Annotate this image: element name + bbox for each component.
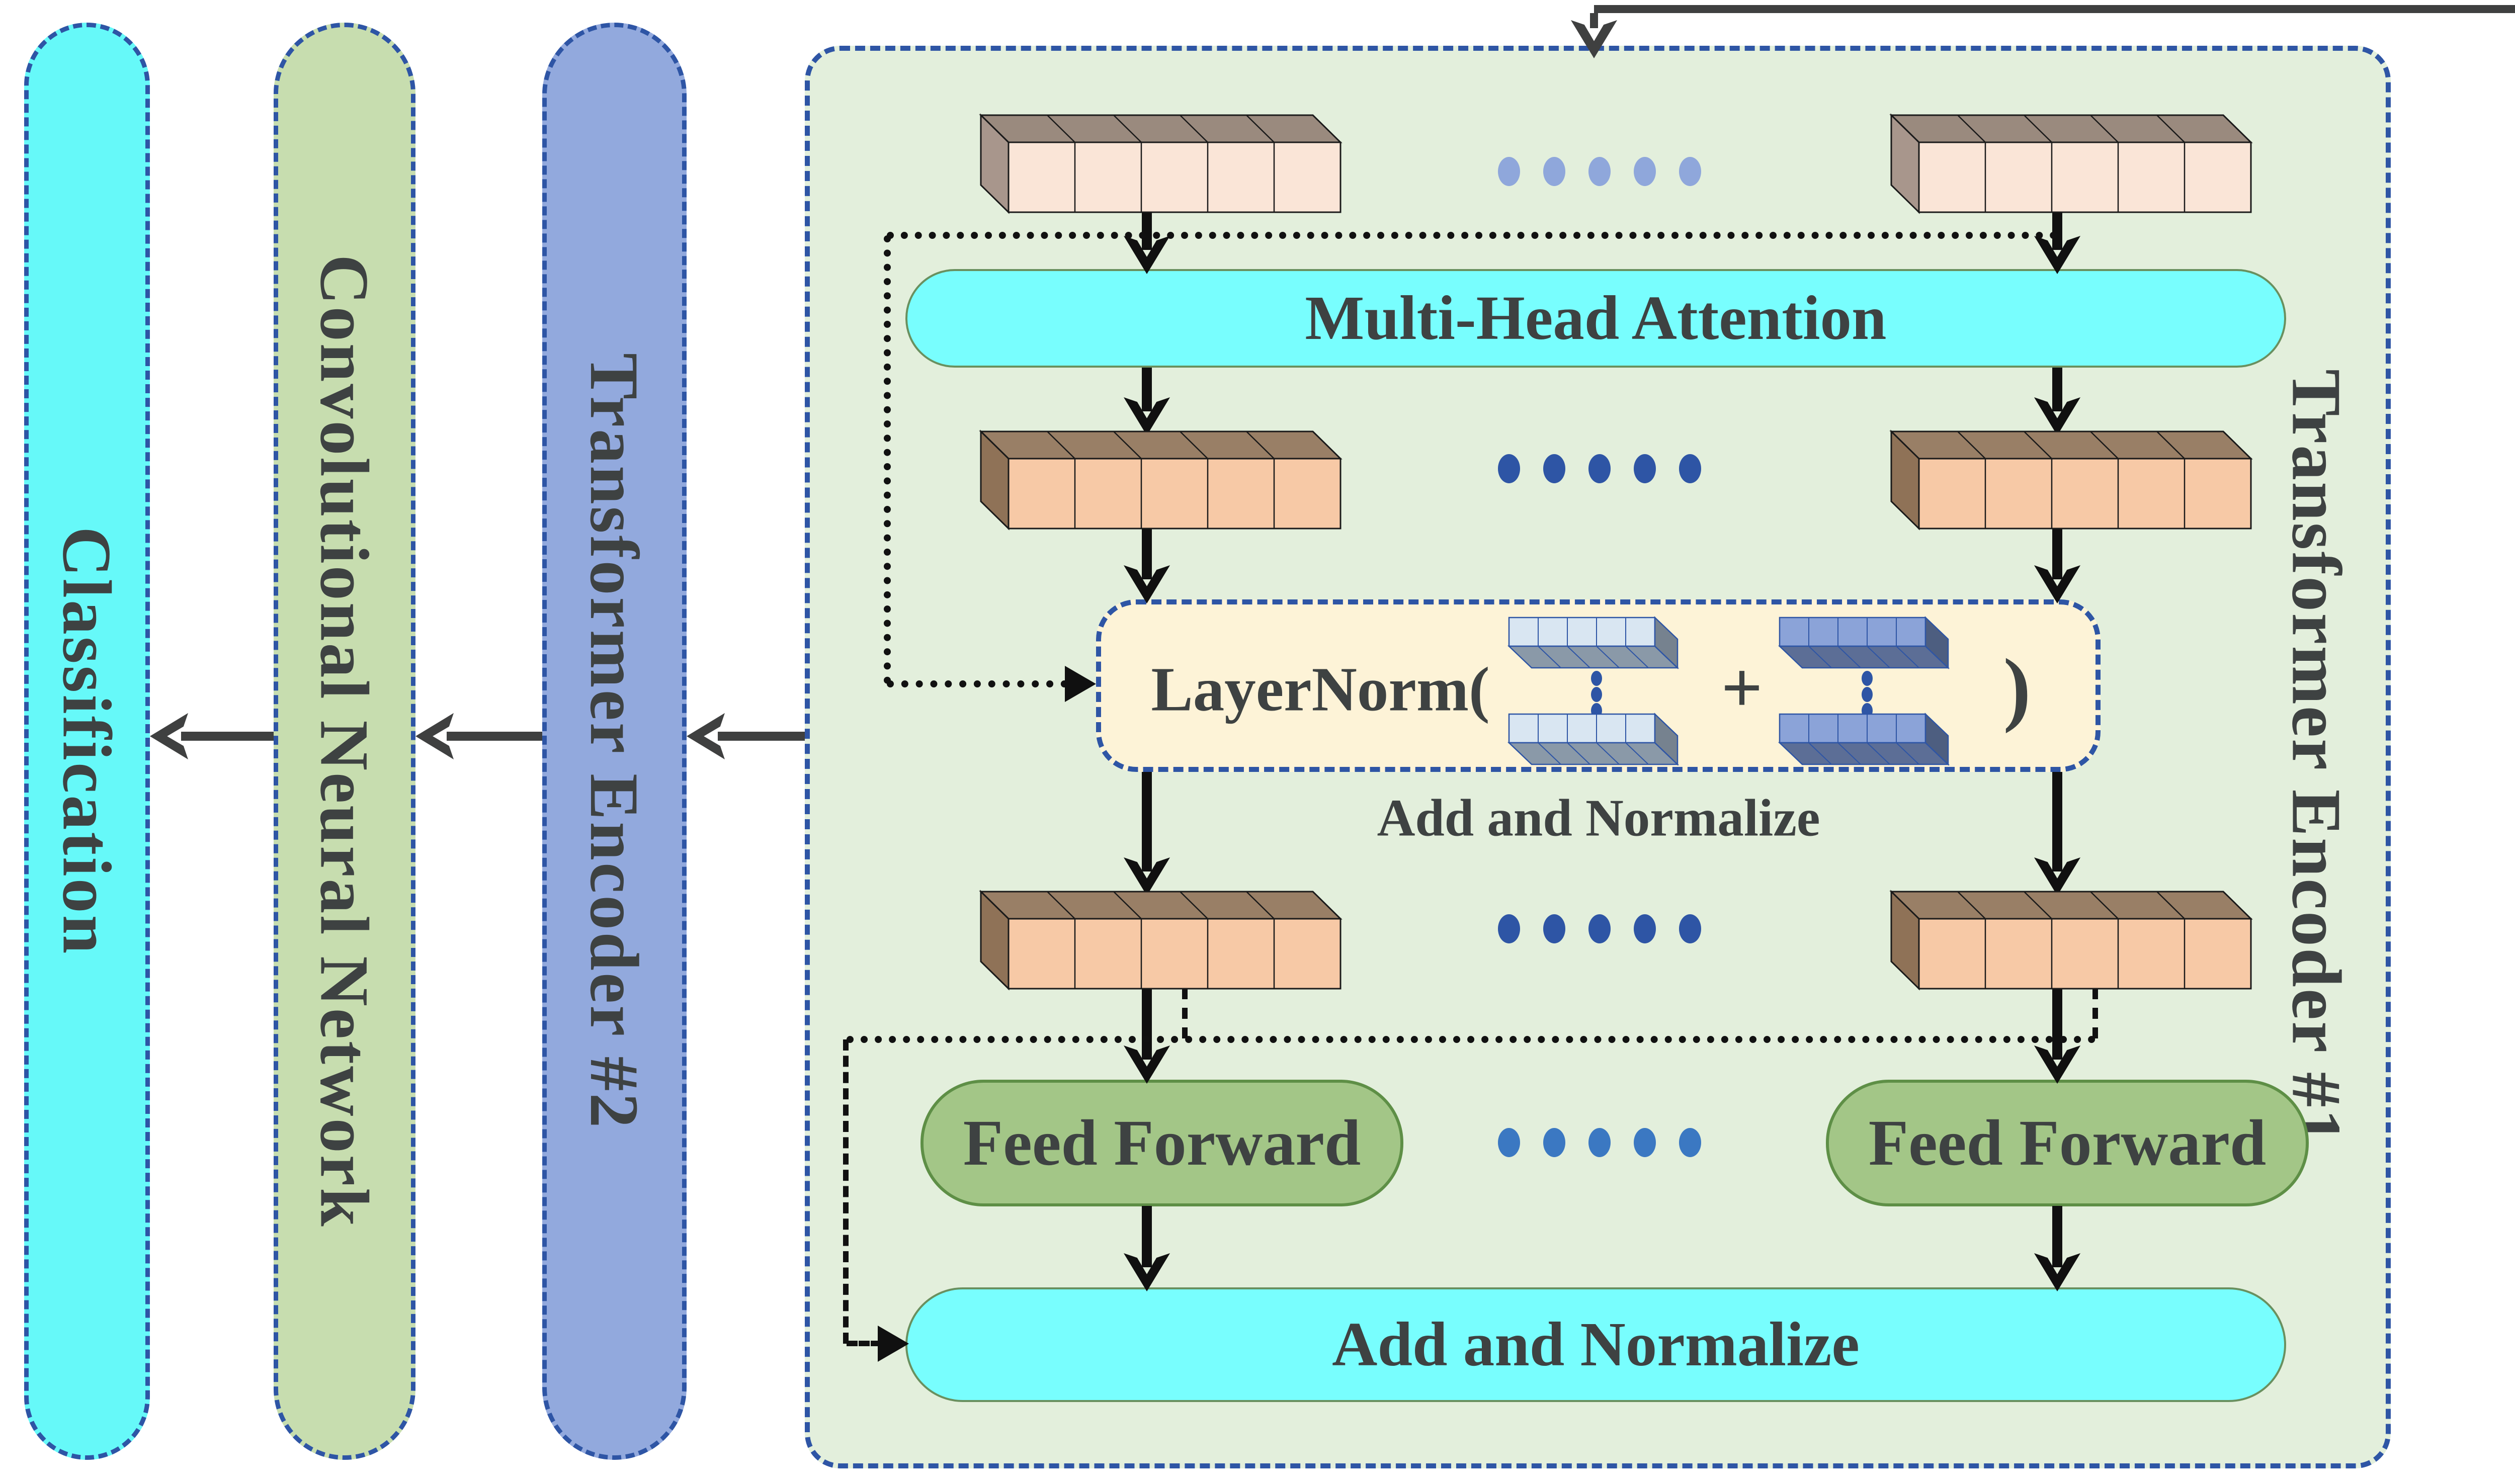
- ellipsis-dot-ff: [1679, 1128, 1701, 1157]
- ellipsis-dot-ff: [1543, 1128, 1565, 1157]
- flow-arrow-shaft: [1142, 1206, 1152, 1267]
- ellipsis-dot-top: [1588, 157, 1611, 186]
- flow-arrow-shaft: [1142, 212, 1152, 250]
- ellipsis-dot-ff: [1634, 1128, 1656, 1157]
- flow-arrow-shaft: [2052, 988, 2062, 1060]
- ellipsis-dot-ff: [1498, 1128, 1520, 1157]
- flow-arrow-shaft: [2052, 1206, 2062, 1267]
- layernorm-prefix-text: LayerNorm(: [1151, 655, 1490, 725]
- residual2-horizontal: [847, 1036, 2095, 1043]
- flow-arrow-shaft: [1142, 368, 1152, 411]
- ellipsis-dot-row2: [1543, 454, 1565, 483]
- ellipsis-dot-row3: [1543, 914, 1565, 943]
- pipeline-arrow-shaft: [447, 732, 542, 741]
- multi-head-attention-bar: Multi-Head Attention: [905, 269, 2286, 368]
- feedback-line-horizontal: [1594, 5, 2515, 13]
- ellipsis-dot-top: [1679, 157, 1701, 186]
- mini-tensor-row: [1778, 713, 1950, 766]
- cnn-left-label: Convolutional Neural Network: [306, 254, 383, 1229]
- add-and-normalize-bar: Add and Normalize: [905, 1287, 2286, 1402]
- tensor-row: [1889, 890, 2253, 991]
- mini-ellipsis-right: [1862, 687, 1873, 702]
- residual2-tap-left: [1182, 988, 1188, 1038]
- ellipsis-dot-top: [1543, 157, 1565, 186]
- add-and-normalize-caption: Add and Normalize: [1377, 788, 1820, 847]
- ellipsis-dot-row3: [1634, 914, 1656, 943]
- flow-arrow-shaft: [2052, 772, 2062, 871]
- pipeline-arrow-shaft: [718, 732, 805, 741]
- ellipsis-dot-row2: [1588, 454, 1611, 483]
- tensor-row: [1889, 113, 2253, 214]
- ellipsis-dot-top: [1634, 157, 1656, 186]
- mini-tensor-row: [1778, 616, 1950, 669]
- residual2-tap-right: [2092, 988, 2098, 1038]
- layernorm-suffix-text: ): [2003, 642, 2031, 734]
- flow-arrow-shaft: [2052, 212, 2062, 250]
- flow-arrow-shaft: [2052, 368, 2062, 411]
- tensor-row: [979, 113, 1343, 214]
- residual1-into-layernorm: [887, 680, 1068, 687]
- residual1-horizontal: [887, 232, 2057, 239]
- transformer-encoder-2-label: Transformer Encoder #2: [576, 353, 653, 1130]
- tensor-row: [979, 890, 1343, 991]
- transformer-encoder-1-title: Transformer Encoder #1: [2277, 369, 2356, 1146]
- flow-arrow-shaft: [1142, 772, 1152, 871]
- ellipsis-dot-row2: [1498, 454, 1520, 483]
- ellipsis-dot-row2: [1679, 454, 1701, 483]
- ellipsis-dot-top: [1498, 157, 1520, 186]
- residual2-vertical: [843, 1039, 849, 1344]
- tensor-row: [979, 429, 1343, 531]
- feed-forward-left: Feed Forward: [920, 1080, 1403, 1206]
- ellipsis-dot-row3: [1588, 914, 1611, 943]
- feedback-drop-shaft: [1590, 13, 1598, 28]
- flow-arrow-shaft: [1142, 528, 1152, 579]
- transformer-encoder-2-capsule: Transformer Encoder #2: [542, 23, 687, 1460]
- tensor-row: [1889, 429, 2253, 531]
- classification-label: Classification: [48, 527, 126, 956]
- ellipsis-dot-ff: [1588, 1128, 1611, 1157]
- mini-ellipsis-left: [1591, 687, 1602, 702]
- mini-ellipsis-right: [1862, 671, 1873, 686]
- flow-arrow-shaft: [2052, 528, 2062, 579]
- ellipsis-dot-row3: [1679, 914, 1701, 943]
- mini-tensor-row: [1507, 713, 1680, 766]
- ellipsis-dot-row3: [1498, 914, 1520, 943]
- feed-forward-right: Feed Forward: [1826, 1080, 2309, 1206]
- mini-ellipsis-left: [1591, 671, 1602, 686]
- cnn-left-capsule: Convolutional Neural Network: [274, 23, 415, 1460]
- flow-arrow-shaft: [1142, 988, 1152, 1060]
- classification-capsule: Classification: [24, 23, 150, 1460]
- residual1-vertical: [884, 235, 891, 684]
- mini-tensor-row: [1507, 616, 1680, 669]
- plus-sign: +: [1721, 648, 1763, 728]
- pipeline-arrow-shaft: [181, 732, 274, 741]
- ellipsis-dot-row2: [1634, 454, 1656, 483]
- residual2-into-bar: [847, 1341, 882, 1346]
